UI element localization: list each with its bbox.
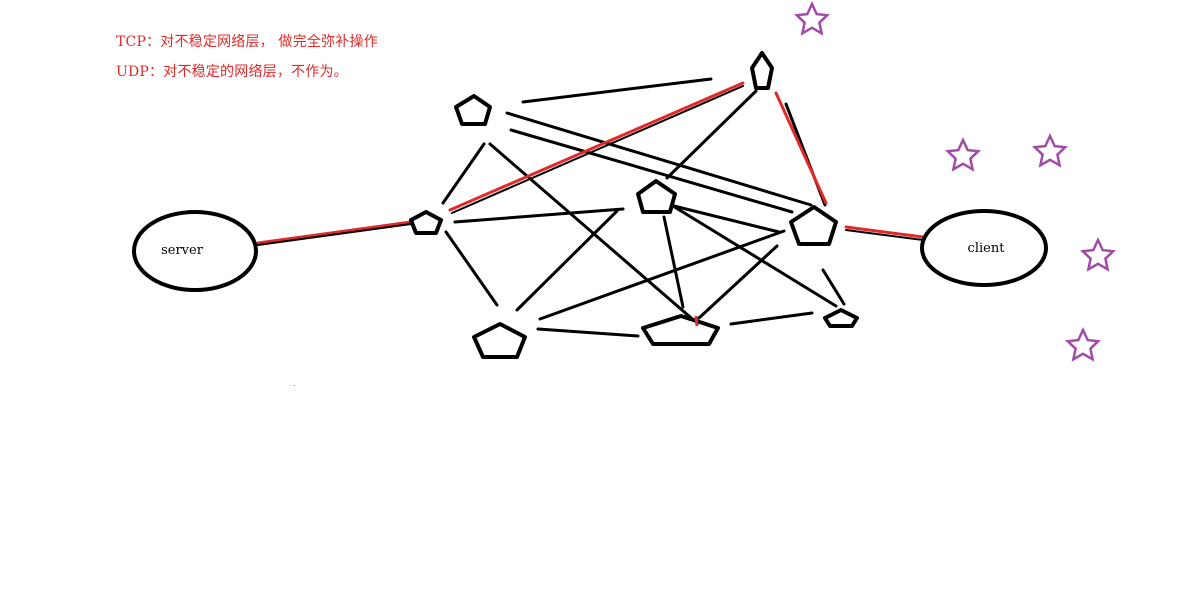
pentagon-icon[interactable]	[454, 94, 492, 126]
star-icon	[1064, 327, 1102, 362]
connection-line	[509, 128, 794, 214]
connection-line	[729, 311, 814, 326]
star-icon	[793, 1, 831, 36]
connection-line	[672, 204, 781, 234]
pentagon-icon[interactable]	[641, 314, 720, 346]
server-ellipse[interactable]	[132, 210, 258, 292]
star-icon	[944, 137, 982, 172]
udp-note: UDP：对不稳定的网络层，不作为。	[116, 64, 348, 80]
pentagon-icon[interactable]	[472, 322, 527, 359]
stars	[793, 1, 1117, 362]
server-label: server	[161, 243, 204, 258]
connections	[441, 77, 846, 338]
path-tick	[694, 315, 699, 327]
connection-line	[444, 230, 499, 307]
connection-line	[441, 142, 486, 205]
routers	[409, 51, 859, 359]
path-segment	[256, 220, 413, 245]
pentagon-icon[interactable]	[789, 205, 838, 246]
path-segment-shadow	[845, 229, 924, 241]
star-icon	[1079, 237, 1117, 272]
star-icon	[1031, 133, 1069, 168]
client-node[interactable]: client	[920, 209, 1048, 287]
connection-line	[671, 204, 838, 308]
connection-line	[821, 268, 846, 306]
connection-line	[697, 244, 779, 320]
connection-line	[662, 215, 685, 309]
connection-line	[536, 327, 640, 338]
path-segment	[448, 81, 745, 212]
path-segment-shadow	[257, 223, 412, 246]
tcp-note: TCP：对不稳定网络层， 做完全弥补操作	[116, 34, 378, 50]
path-segment-shadow	[451, 85, 744, 214]
connection-line	[453, 207, 625, 224]
connection-line	[505, 111, 813, 207]
server-node[interactable]: server	[132, 210, 258, 292]
pentagon-icon[interactable]	[636, 179, 677, 214]
connection-line	[538, 229, 786, 321]
stray-dot	[294, 385, 295, 386]
client-label: client	[968, 241, 1006, 256]
pentagon-icon[interactable]	[823, 308, 859, 328]
client-ellipse[interactable]	[920, 209, 1048, 287]
pentagon-icon[interactable]	[409, 210, 443, 235]
path-segment	[774, 91, 828, 205]
highlighted-path	[256, 81, 925, 245]
connection-line	[521, 77, 713, 104]
connection-line	[665, 89, 758, 180]
connection-line	[515, 209, 619, 312]
pentagon-icon[interactable]	[750, 51, 774, 90]
path-segment	[844, 225, 925, 239]
